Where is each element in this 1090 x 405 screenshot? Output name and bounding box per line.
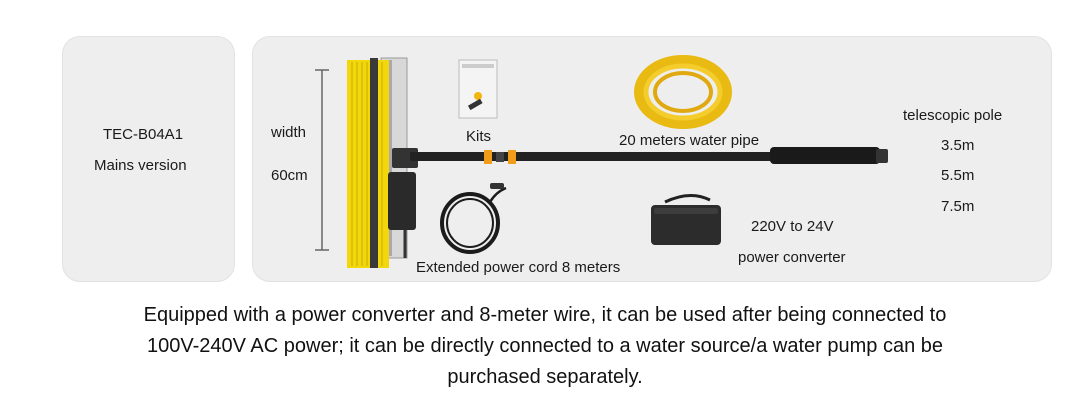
pole-length-1: 3.5m <box>941 137 974 154</box>
width-dimension-line <box>315 69 329 251</box>
brush-head-image <box>347 57 418 268</box>
telescopic-pole-title: telescopic pole <box>903 107 1002 124</box>
model-version: Mains version <box>94 157 187 174</box>
description-line-3: purchased separately. <box>447 366 643 388</box>
converter-label-line1: 220V to 24V <box>751 218 834 235</box>
telescopic-pole-image <box>410 147 888 164</box>
description-line-2: 100V-240V AC power; it can be directly c… <box>146 335 943 357</box>
model-name: TEC-B04A1 <box>103 126 184 143</box>
pole-length-3: 7.5m <box>941 198 974 215</box>
power-cord-image <box>440 183 507 254</box>
pole-length-2: 5.5m <box>941 167 974 184</box>
model-card <box>62 36 235 282</box>
product-description: Equipped with a power converter and 8-me… <box>30 300 1060 393</box>
power-cord-label: Extended power cord 8 meters <box>416 259 620 276</box>
width-value: 60cm <box>271 167 308 184</box>
width-label: width <box>270 124 306 141</box>
kits-label: Kits <box>466 128 491 145</box>
water-pipe-label: 20 meters water pipe <box>619 132 759 149</box>
power-converter-image <box>651 194 721 245</box>
description-line-1: Equipped with a power converter and 8-me… <box>143 304 947 326</box>
converter-label-line2: power converter <box>738 249 846 266</box>
water-pipe-coil-image <box>634 55 732 129</box>
kit-bag-image <box>458 59 498 119</box>
